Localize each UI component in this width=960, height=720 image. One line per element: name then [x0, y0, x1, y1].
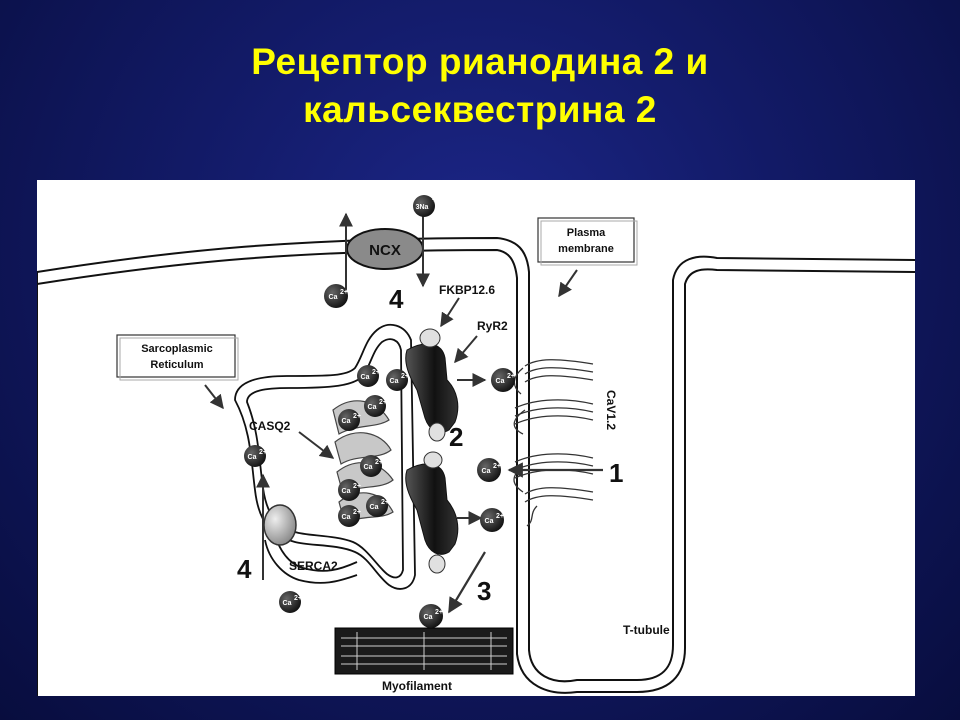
calcium-ions: Ca2+ Ca2+ Ca2+ Ca2+ Ca2+ Ca2+ Ca2+ Ca2+ … — [244, 284, 515, 628]
casq2-label: CASQ2 — [249, 419, 291, 433]
calcium-ion: Ca2+ — [279, 591, 302, 613]
calcium-ion: Ca2+ — [477, 458, 501, 482]
svg-text:Ca: Ca — [364, 464, 373, 471]
ryr2-channel-upper — [405, 328, 459, 442]
svg-text:Reticulum: Reticulum — [150, 359, 203, 371]
calcium-ion: Ca2+ — [338, 409, 361, 431]
svg-text:Ca: Ca — [361, 374, 370, 381]
plasma-membrane-callout: Plasma membrane — [537, 217, 638, 298]
svg-text:Sarcoplasmic: Sarcoplasmic — [141, 343, 213, 355]
plasma-membrane — [37, 236, 915, 696]
svg-text:Plasma: Plasma — [567, 227, 606, 239]
svg-text:2+: 2+ — [372, 369, 380, 376]
ncx-exchanger: NCX — [346, 228, 424, 270]
calcium-ion: Ca2+ — [357, 365, 380, 387]
svg-text:2+: 2+ — [353, 509, 361, 516]
ryr2-channel-lower — [405, 451, 459, 574]
casq2-arrow — [298, 431, 335, 459]
t-tubule-label: T-tubule — [623, 623, 670, 637]
svg-text:Ca: Ca — [370, 504, 379, 511]
step-4-left-label: 4 — [237, 554, 252, 584]
svg-text:3Na: 3Na — [416, 204, 429, 211]
diagram-panel: NCX 3Na + 4 Plasma membrane FKBP12.6 RyR… — [37, 180, 915, 696]
calcium-ion: Ca2+ — [366, 495, 389, 517]
svg-text:Ca: Ca — [482, 468, 491, 475]
calcium-ion: Ca2+ — [491, 368, 515, 392]
svg-text:2+: 2+ — [381, 499, 389, 506]
calcium-ion: Ca2+ — [338, 479, 361, 501]
svg-text:2+: 2+ — [507, 373, 515, 380]
svg-text:Ca: Ca — [248, 454, 257, 461]
myofilament-label: Myofilament — [382, 679, 452, 693]
svg-text:Ca: Ca — [424, 614, 433, 621]
serca2-pump — [263, 504, 297, 546]
svg-text:2+: 2+ — [353, 483, 361, 490]
ncx-label: NCX — [369, 242, 401, 259]
step-4-top-label: 4 — [389, 284, 404, 314]
calcium-to-myofilament-arrow — [448, 551, 486, 614]
sr-callout: Sarcoplasmic Reticulum — [116, 334, 239, 410]
svg-text:2+: 2+ — [435, 609, 443, 616]
svg-text:2+: 2+ — [294, 595, 302, 602]
svg-text:2+: 2+ — [401, 373, 409, 380]
fkbp-label: FKBP12.6 — [439, 283, 495, 297]
calcium-ion: Ca2+ — [419, 604, 443, 628]
svg-text:2+: 2+ — [375, 459, 383, 466]
svg-text:2+: 2+ — [340, 289, 348, 296]
calcium-ion: Ca2+ — [338, 505, 361, 527]
calcium-ion: Ca2+ — [480, 508, 504, 532]
svg-text:Ca: Ca — [329, 294, 338, 301]
svg-text:membrane: membrane — [558, 243, 614, 255]
step-2-label: 2 — [449, 422, 463, 452]
title-line-2: кальсеквестрина 2 — [303, 89, 657, 130]
svg-text:Ca: Ca — [485, 518, 494, 525]
svg-text:2+: 2+ — [353, 413, 361, 420]
calcium-ion: Ca2+ — [244, 445, 267, 467]
svg-text:Ca: Ca — [342, 514, 351, 521]
svg-text:2+: 2+ — [493, 463, 501, 470]
step-1-label: 1 — [609, 458, 623, 488]
myofilament — [334, 627, 514, 675]
serca2-label: SERCA2 — [289, 559, 338, 573]
svg-text:Ca: Ca — [342, 418, 351, 425]
ryr2-arrow — [454, 335, 478, 364]
fkbp-arrow — [440, 297, 460, 328]
svg-text:2+: 2+ — [496, 513, 504, 520]
svg-text:Ca: Ca — [390, 378, 399, 385]
calcium-ion: Ca2+ — [324, 284, 348, 308]
cav12-label: CaV1.2 — [604, 390, 618, 430]
step-3-label: 3 — [477, 576, 491, 606]
calcium-handling-diagram: NCX 3Na + 4 Plasma membrane FKBP12.6 RyR… — [37, 195, 915, 696]
svg-text:Ca: Ca — [342, 488, 351, 495]
ryr2-label: RyR2 — [477, 319, 508, 333]
slide-title: Рецептор рианодина 2 и кальсеквестрина 2 — [0, 38, 960, 134]
svg-text:Ca: Ca — [368, 404, 377, 411]
calcium-ion: Ca2+ — [360, 455, 383, 477]
sodium-ion: 3Na + — [413, 195, 436, 217]
cav12-channel — [513, 359, 594, 527]
svg-text:Ca: Ca — [283, 600, 292, 607]
calcium-ion: Ca2+ — [364, 395, 387, 417]
svg-text:2+: 2+ — [259, 449, 267, 456]
svg-text:Ca: Ca — [496, 378, 505, 385]
title-line-1: Рецептор рианодина 2 и — [251, 41, 709, 82]
calcium-ion: Ca2+ — [386, 369, 409, 391]
svg-text:2+: 2+ — [379, 399, 387, 406]
svg-text:+: + — [432, 197, 436, 204]
